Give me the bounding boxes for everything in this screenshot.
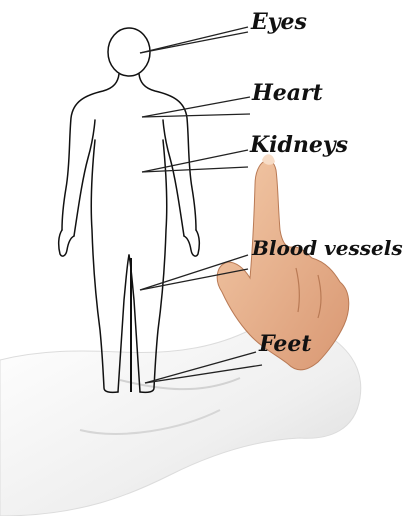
label-eyes: Eyes	[251, 11, 307, 33]
label-kidneys: Kidneys	[250, 134, 348, 156]
label-feet: Feet	[259, 333, 312, 355]
label-blood-vessels: Blood vessels	[252, 238, 403, 258]
body-outline	[59, 28, 200, 392]
label-heart: Heart	[252, 82, 323, 104]
